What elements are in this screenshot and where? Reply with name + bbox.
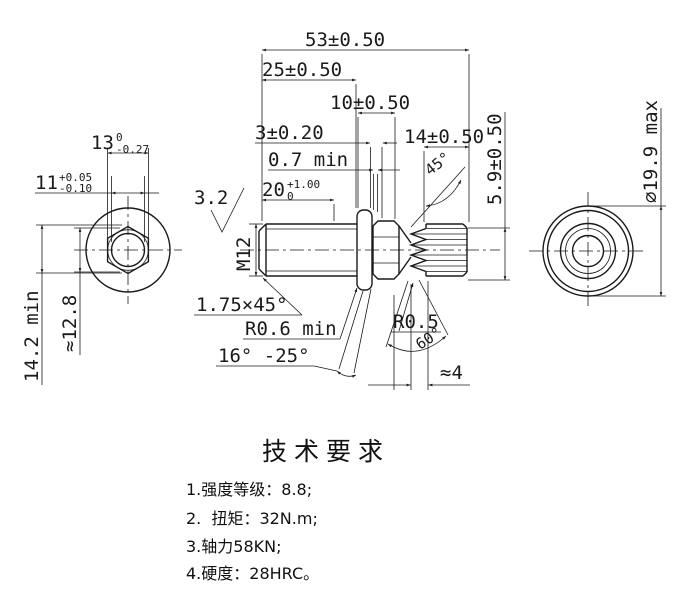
dim-approx-12-8: ≈12.8 <box>59 227 120 355</box>
dim-3-washer-thickness: 3±0.20 <box>255 122 397 218</box>
dim-dia-19-9: ∅19.9 max <box>590 100 666 297</box>
tech-requirements-title: 技术要求 <box>262 437 391 466</box>
dim-approx-4: ≈4 <box>368 281 470 390</box>
fillet-r05-callout: R0.5 <box>391 282 441 333</box>
tech-requirement-item-4: 4.硬度：28HRC。 <box>186 564 320 583</box>
dim-5-9: 5.9±0.50 <box>468 112 510 281</box>
dim-13-across-flats: 13 0 -0.27 <box>91 131 149 238</box>
dim-m12-thread: M12 <box>233 223 263 277</box>
fillet-r05-label: R0.5 <box>393 311 439 333</box>
chamfer-label: 1.75×45° <box>196 294 288 316</box>
dim-11-bearing-circle: 11 +0.05 -0.10 <box>35 171 159 242</box>
dim-5-9-label: 5.9±0.50 <box>484 113 506 205</box>
angle-45-label: 45° <box>421 148 453 179</box>
angle-16-25-callout: 16° -25° <box>216 288 372 378</box>
dim-11-lower-tol: -0.10 <box>59 182 92 195</box>
dim-14-2-min-label: 14.2 min <box>21 290 43 382</box>
tech-requirement-item-3: 3.轴力58KN; <box>186 537 282 556</box>
angle-16-25-label: 16° -25° <box>218 345 310 367</box>
dim-11-value: 11 <box>35 172 58 194</box>
dim-25-label: 25±0.50 <box>262 59 342 81</box>
dim-13-lower-tol: -0.27 <box>116 143 149 156</box>
dim-0-7-min: 0.7 min <box>268 149 400 212</box>
fillet-r06-callout: R0.6 min <box>243 287 358 340</box>
fillet-r06-label: R0.6 min <box>245 318 337 340</box>
dim-20-upper-tol: +1.00 <box>287 178 320 191</box>
dim-11-upper-tol: +0.05 <box>59 171 92 184</box>
dim-53-label: 53±0.50 <box>305 29 385 51</box>
dim-53-overall-length: 53±0.50 <box>261 29 470 222</box>
front-view-hex-head <box>74 196 182 304</box>
dim-20-value: 20 <box>262 179 285 201</box>
dim-20-thread-length: 20 +1.00 0 <box>261 178 335 221</box>
dim-0-7-min-label: 0.7 min <box>268 149 348 171</box>
dim-10-label: 10±0.50 <box>330 92 410 114</box>
dim-20-lower-tol: 0 <box>287 190 294 203</box>
roughness-value: 3.2 <box>194 187 228 209</box>
tech-requirement-item-2: 2. 扭矩：32N.m; <box>186 509 318 528</box>
tech-requirement-item-1: 1.强度等级：8.8; <box>186 480 313 499</box>
surface-roughness-symbol: 3.2 <box>194 187 245 233</box>
dim-25-length: 25±0.50 <box>261 59 357 208</box>
dim-3-label: 3±0.20 <box>255 122 324 144</box>
dim-13-value: 13 <box>91 132 114 154</box>
dim-approx-12-8-label: ≈12.8 <box>59 295 81 352</box>
dim-10-length: 10±0.50 <box>330 92 410 219</box>
dim-approx-4-label: ≈4 <box>440 362 463 384</box>
end-view-spline <box>529 192 647 310</box>
dim-dia-19-9-label: ∅19.9 max <box>640 100 662 203</box>
chamfer-callout: 1.75×45° <box>194 277 303 316</box>
dim-m12-label: M12 <box>233 237 255 271</box>
angle-45-callout: 45° <box>410 148 466 228</box>
dim-14-spline-length: 14±0.50 <box>404 126 484 222</box>
dim-13-upper-tol: 0 <box>116 131 123 144</box>
dim-14-2-min: 14.2 min <box>21 224 122 385</box>
main-view-bolt <box>240 209 500 291</box>
dim-14-label: 14±0.50 <box>404 126 484 148</box>
